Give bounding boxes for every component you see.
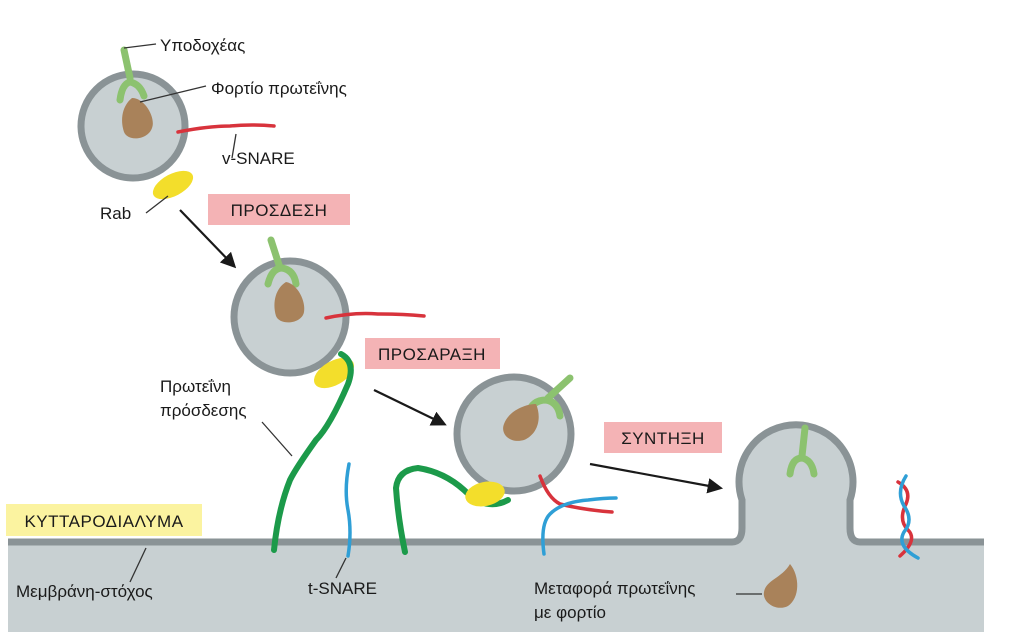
snare-complex	[896, 474, 920, 560]
target-membrane-edge	[8, 421, 984, 546]
cytosol-box	[6, 504, 202, 536]
arrow-fusion	[589, 462, 724, 494]
rab-1	[152, 170, 194, 200]
v-snare-2	[324, 311, 426, 320]
stage-tethering: ΠΡΟΣΔΕΣΗ	[231, 201, 328, 220]
arrow-tethering	[179, 209, 237, 269]
cargo-transfer-label-2: με φορτίο	[534, 603, 606, 622]
cargo-3	[503, 404, 539, 441]
rab-3	[465, 481, 505, 507]
stage-box-tethering	[208, 194, 350, 225]
receptor-1	[116, 46, 148, 104]
rab-2	[314, 357, 354, 389]
v-snare-3	[538, 474, 614, 514]
tethering-protein-label-2: πρόσδεσης	[160, 401, 247, 420]
vesicle-2	[230, 236, 426, 553]
stage-box-fusion	[604, 422, 722, 453]
stage-fusion: ΣΥΝΤΗΞΗ	[621, 429, 705, 448]
target-membrane-label: Μεμβράνη-στόχος	[16, 582, 153, 601]
tethering-protein-1	[271, 351, 354, 553]
tethering-protein-label-1: Πρωτεΐνη	[160, 377, 231, 396]
rab-label: Rab	[100, 204, 131, 223]
vesicle-1	[77, 46, 276, 200]
vesicle-3	[392, 373, 618, 556]
receptor-2	[264, 236, 300, 288]
cargo-released	[763, 564, 798, 608]
cytosol-label: ΚΥΤΤΑΡΟΔΙΑΛΥΜΑ	[24, 512, 183, 531]
cargo-transfer-label-1: Μεταφορά πρωτεΐνης	[534, 579, 695, 598]
cargo-1	[122, 98, 153, 139]
receptor-fused	[786, 424, 818, 478]
arrow-docking	[373, 389, 447, 426]
receptor-label: Υποδοχέας	[160, 36, 245, 55]
t-snare-label: t-SNARE	[308, 579, 377, 598]
t-snare-3	[541, 496, 618, 556]
v-snare-label: v-SNARE	[222, 149, 295, 168]
v-snare-1	[176, 123, 276, 134]
cargo-2	[274, 282, 305, 323]
t-snare-1	[344, 462, 352, 558]
cargo-protein-label: Φορτίο πρωτεΐνης	[211, 79, 347, 98]
stage-docking: ΠΡΟΣΑΡΑΞΗ	[378, 345, 486, 364]
stage-box-docking	[365, 338, 500, 369]
